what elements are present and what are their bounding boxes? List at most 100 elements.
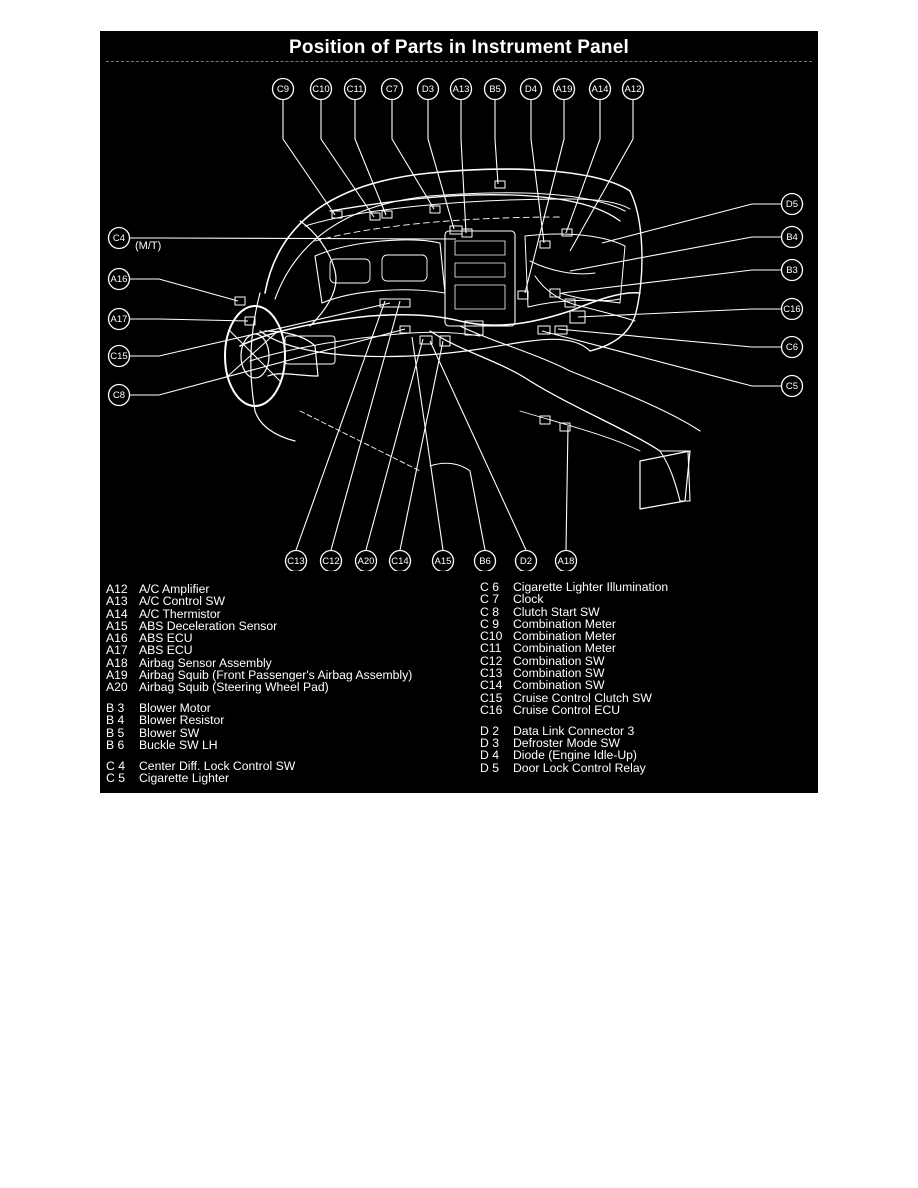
callout-a20: A20 bbox=[354, 549, 378, 571]
callout-a17: A17 bbox=[107, 307, 131, 331]
legend-description: Airbag Sensor Assembly bbox=[139, 655, 272, 670]
callout-c14: C14 bbox=[388, 549, 412, 571]
callout-label: A15 bbox=[435, 556, 452, 567]
callout-label: A13 bbox=[453, 84, 470, 95]
leader-c15 bbox=[130, 302, 391, 357]
callout-label: A16 bbox=[111, 274, 128, 285]
callout-label: D3 bbox=[422, 84, 434, 95]
legend-item: D 2 Data Link Connector 3 bbox=[480, 723, 810, 738]
legend-code: D 5 bbox=[480, 760, 499, 775]
legend-description: Cigarette Lighter bbox=[139, 771, 230, 786]
legend-description: Combination SW bbox=[513, 666, 605, 681]
legend-code: A16 bbox=[106, 631, 128, 646]
callout-label: B6 bbox=[479, 556, 491, 567]
leader-c9 bbox=[282, 100, 336, 216]
legend-description: Data Link Connector 3 bbox=[513, 723, 635, 738]
leader-c14 bbox=[399, 340, 444, 551]
callout-circle bbox=[473, 549, 497, 571]
callout-c16: C16 bbox=[780, 297, 804, 321]
leader-c16 bbox=[577, 308, 781, 318]
legend-code: B 4 bbox=[106, 713, 125, 728]
leader-c10 bbox=[320, 100, 375, 218]
leader-b4 bbox=[569, 236, 781, 272]
legend-code: C 4 bbox=[106, 758, 125, 773]
callout-label: B4 bbox=[786, 232, 798, 243]
callout-label: B5 bbox=[489, 84, 501, 95]
legend-description: Combination Meter bbox=[513, 641, 616, 656]
callout-circle bbox=[309, 77, 333, 101]
leader-a15 bbox=[411, 336, 444, 551]
callout-label: C6 bbox=[786, 342, 798, 353]
callout-circle bbox=[449, 77, 473, 101]
callout-label: B3 bbox=[786, 265, 798, 276]
callout-circle bbox=[107, 307, 131, 331]
callout-label: C14 bbox=[391, 556, 408, 567]
legend-code: C12 bbox=[480, 653, 503, 668]
callout-label: A18 bbox=[558, 556, 575, 567]
legend-code: A14 bbox=[106, 606, 128, 621]
legend-code: C13 bbox=[480, 666, 503, 681]
callout-d5: D5 bbox=[780, 192, 804, 216]
legend-description: ABS Deceleration Sensor bbox=[139, 618, 278, 633]
callout-label: C15 bbox=[110, 351, 127, 362]
callout-circle bbox=[380, 77, 404, 101]
legend-description: Combination SW bbox=[513, 653, 605, 668]
legend-code: A13 bbox=[106, 594, 128, 609]
title-divider bbox=[106, 61, 812, 62]
callout-circle bbox=[780, 225, 804, 249]
callout-a19: A19 bbox=[552, 77, 576, 101]
callout-label: C11 bbox=[347, 84, 364, 95]
callout-circle bbox=[483, 77, 507, 101]
leader-a16 bbox=[130, 278, 239, 302]
callout-circle bbox=[621, 77, 645, 101]
leader-c4 bbox=[130, 237, 457, 240]
callout-circle bbox=[588, 77, 612, 101]
callout-label: C10 bbox=[312, 84, 329, 95]
legend-description: A/C Thermistor bbox=[139, 606, 221, 621]
callout-c7: C7 bbox=[380, 77, 404, 101]
leader-a18 bbox=[565, 425, 569, 551]
callout-c4: C4 bbox=[107, 226, 131, 250]
leader-d2 bbox=[429, 340, 527, 551]
legend-description: Combination Meter bbox=[513, 616, 616, 631]
legend-item: C13 Combination SW bbox=[480, 666, 810, 681]
callout-d3: D3 bbox=[416, 77, 440, 101]
legend-code: D 3 bbox=[480, 736, 499, 751]
callout-b3: B3 bbox=[780, 258, 804, 282]
legend-description: Cruise Control Clutch SW bbox=[513, 690, 652, 705]
legend-code: B 5 bbox=[106, 725, 125, 740]
legend-code: B 6 bbox=[106, 738, 125, 753]
callout-circle bbox=[780, 335, 804, 359]
callout-c11: C11 bbox=[343, 77, 367, 101]
leader-c5 bbox=[541, 330, 781, 387]
legend-code: C 5 bbox=[106, 771, 125, 786]
legend-description: Blower SW bbox=[139, 725, 200, 740]
callout-circle bbox=[354, 549, 378, 571]
callout-a15: A15 bbox=[431, 549, 455, 571]
legend-code: C15 bbox=[480, 690, 503, 705]
leader-a17 bbox=[130, 318, 249, 322]
callout-circle bbox=[107, 344, 131, 368]
legend-description: Blower Resistor bbox=[139, 713, 225, 728]
legend-code: C 8 bbox=[480, 604, 499, 619]
leader-c7 bbox=[391, 100, 435, 210]
callout-label: A14 bbox=[592, 84, 609, 95]
callout-circle bbox=[319, 549, 343, 571]
callout-circle bbox=[416, 77, 440, 101]
callout-circle bbox=[780, 258, 804, 282]
legend-code: D 2 bbox=[480, 723, 499, 738]
